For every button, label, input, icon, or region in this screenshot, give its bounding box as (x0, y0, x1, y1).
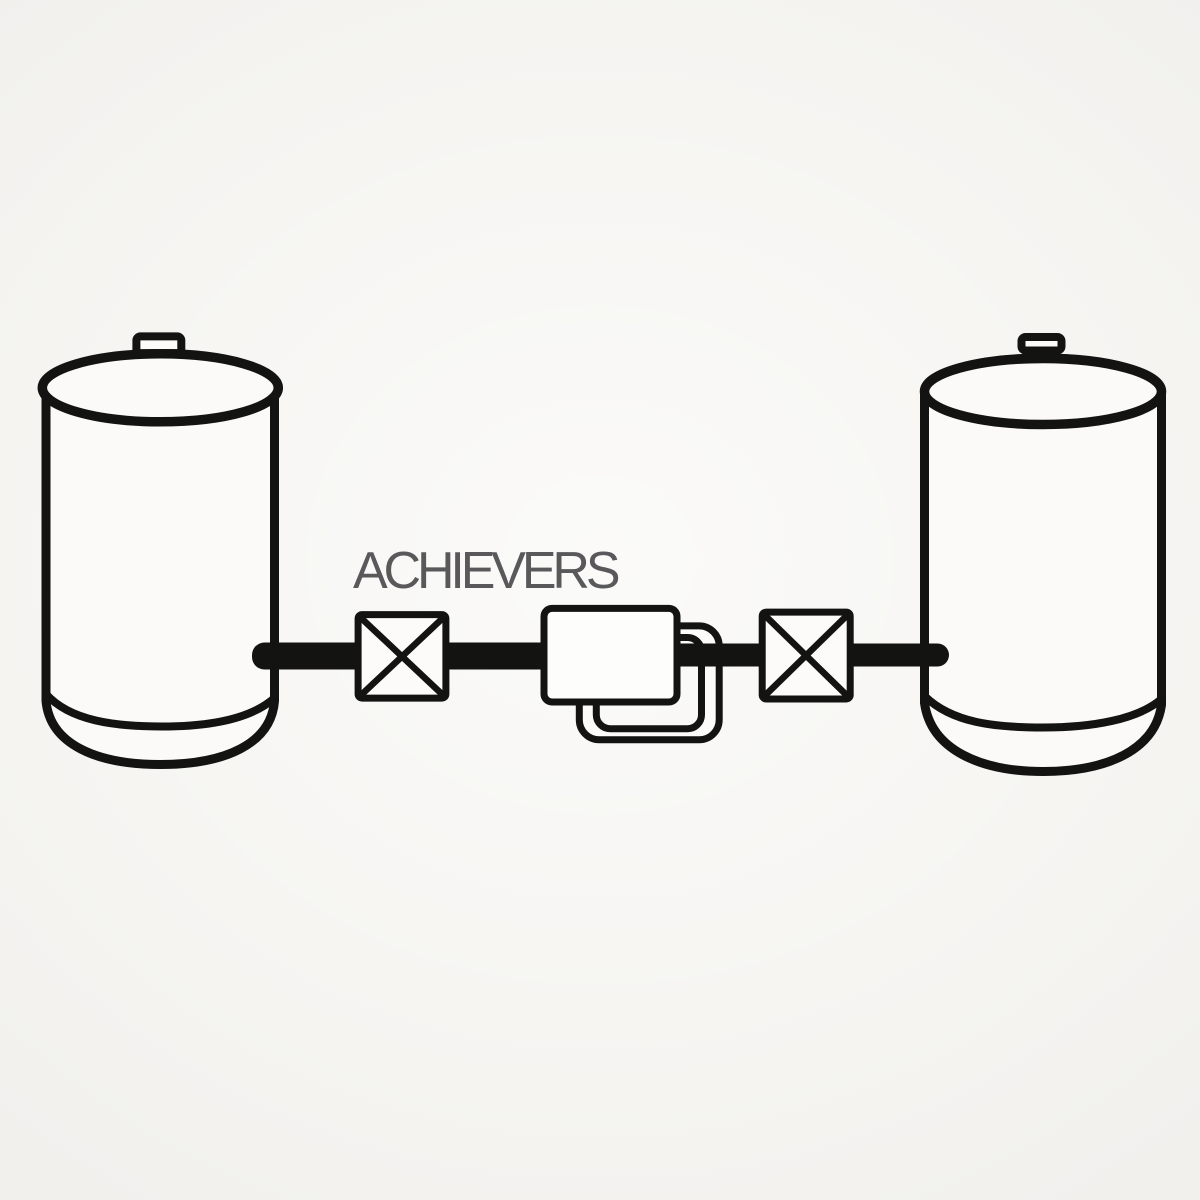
svg-text:ACHIEVERS: ACHIEVERS (353, 542, 621, 600)
